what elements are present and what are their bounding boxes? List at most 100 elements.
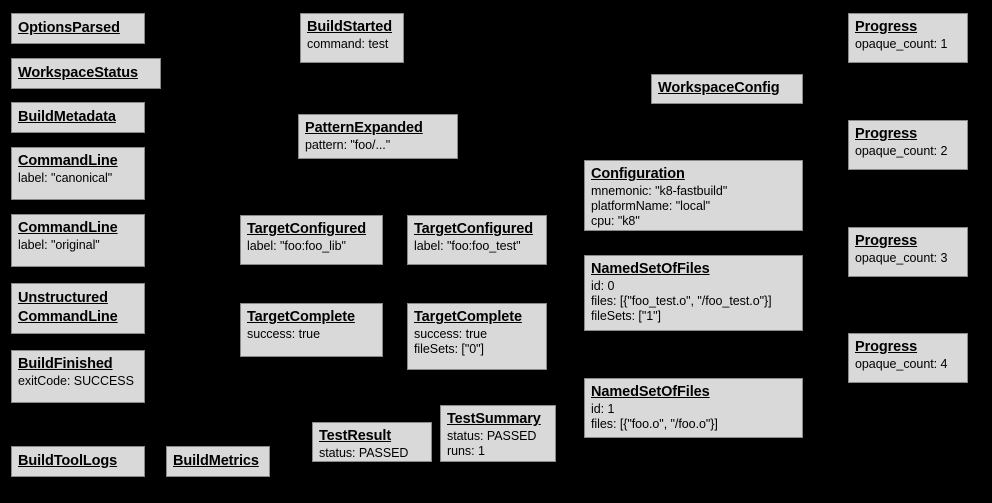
node-build-finished[interactable]: BuildFinished exitCode: SUCCESS bbox=[11, 350, 145, 403]
node-title: Progress bbox=[855, 126, 918, 142]
node-title: Configuration bbox=[591, 166, 685, 182]
node-title-row: Progress bbox=[855, 125, 961, 144]
node-title-line: Progress bbox=[855, 125, 961, 144]
node-target-configured-foo-lib[interactable]: TargetConfigured label: "foo:foo_lib" bbox=[240, 215, 383, 265]
node-build-metrics[interactable]: BuildMetrics bbox=[166, 446, 270, 477]
node-title-line: TargetConfigured bbox=[414, 220, 540, 239]
node-title-line: BuildMetadata bbox=[18, 108, 116, 127]
node-title: CommandLine bbox=[18, 153, 118, 169]
node-fields: opaque_count: 2 bbox=[855, 144, 948, 159]
node-title-row: BuildToolLogs bbox=[18, 452, 117, 471]
node-title-row: CommandLine bbox=[18, 219, 138, 238]
node-workspace-config[interactable]: WorkspaceConfig bbox=[651, 74, 803, 104]
node-title-row: NamedSetOfFiles bbox=[591, 383, 796, 402]
node-title: CommandLine bbox=[18, 309, 118, 325]
node-title-row: BuildMetrics bbox=[173, 452, 259, 471]
node-title-row: Configuration bbox=[591, 165, 796, 184]
node-title-line: OptionsParsed bbox=[18, 19, 120, 38]
node-target-complete-test[interactable]: TargetComplete success: true fileSets: ["… bbox=[407, 303, 547, 370]
node-test-summary[interactable]: TestSummary status: PASSED runs: 1 bbox=[440, 405, 556, 462]
node-title: TestResult bbox=[319, 428, 392, 444]
node-title: WorkspaceConfig bbox=[658, 80, 780, 97]
node-title-row: PatternExpanded bbox=[305, 119, 451, 138]
node-title: TargetConfigured bbox=[414, 221, 533, 237]
node-fields: pattern: "foo/..." bbox=[305, 138, 391, 153]
node-title: TargetComplete bbox=[247, 309, 355, 325]
node-title-row: TargetComplete bbox=[247, 308, 376, 327]
node-target-configured-foo-test[interactable]: TargetConfigured label: "foo:foo_test" bbox=[407, 215, 547, 265]
node-progress-1[interactable]: Progress opaque_count: 1 bbox=[848, 13, 968, 63]
node-title-line: BuildStarted bbox=[307, 18, 397, 37]
node-options-parsed[interactable]: OptionsParsed bbox=[11, 13, 145, 44]
node-title: PatternExpanded bbox=[305, 120, 423, 136]
node-title-line: BuildFinished bbox=[18, 355, 138, 374]
node-title-line: Configuration bbox=[591, 165, 796, 184]
node-title-line: TargetConfigured bbox=[247, 220, 376, 239]
node-command-line-canonical[interactable]: CommandLine label: "canonical" bbox=[11, 147, 145, 200]
node-fields: opaque_count: 1 bbox=[855, 37, 948, 52]
node-title: TargetComplete bbox=[414, 309, 522, 325]
node-title-row: BuildStarted bbox=[307, 18, 397, 37]
node-build-tool-logs[interactable]: BuildToolLogs bbox=[11, 446, 145, 477]
node-title-line: BuildToolLogs bbox=[18, 452, 117, 471]
node-title-line: CommandLine bbox=[18, 152, 138, 171]
node-title-row: TargetComplete bbox=[414, 308, 540, 327]
node-title: BuildFinished bbox=[18, 356, 113, 372]
node-title-line: TestSummary bbox=[447, 410, 549, 429]
node-title: WorkspaceStatus bbox=[18, 64, 138, 81]
node-configuration[interactable]: Configuration mnemonic: "k8-fastbuild" pl… bbox=[584, 160, 803, 231]
node-title-line: Progress bbox=[855, 338, 961, 357]
node-fields: label: "original" bbox=[18, 238, 100, 253]
node-title: BuildMetadata bbox=[18, 108, 116, 125]
node-title-row: TargetConfigured bbox=[247, 220, 376, 239]
node-fields: status: PASSED runs: 1 bbox=[447, 429, 537, 458]
node-fields: label: "canonical" bbox=[18, 171, 113, 186]
node-title: TargetConfigured bbox=[247, 221, 366, 237]
node-fields: opaque_count: 4 bbox=[855, 357, 948, 372]
node-title-line: NamedSetOfFiles bbox=[591, 383, 796, 402]
node-title-line: CommandLine bbox=[18, 308, 118, 327]
node-fields: label: "foo:foo_lib" bbox=[247, 239, 346, 254]
node-fields: exitCode: SUCCESS bbox=[18, 374, 134, 389]
node-title: NamedSetOfFiles bbox=[591, 261, 710, 277]
node-title-row: Progress bbox=[855, 232, 961, 251]
node-title-row: CommandLine bbox=[18, 152, 138, 171]
node-title-line: WorkspaceConfig bbox=[658, 79, 780, 98]
node-title: Progress bbox=[855, 19, 918, 35]
node-build-metadata[interactable]: BuildMetadata bbox=[11, 102, 145, 133]
node-title-line: NamedSetOfFiles bbox=[591, 260, 796, 279]
node-title: BuildStarted bbox=[307, 19, 393, 35]
node-test-result[interactable]: TestResult status: PASSED bbox=[312, 422, 432, 462]
node-title: Progress bbox=[855, 233, 918, 249]
node-progress-4[interactable]: Progress opaque_count: 4 bbox=[848, 333, 968, 383]
node-title-row: TestSummary bbox=[447, 410, 549, 429]
node-fields: success: true fileSets: ["0"] bbox=[414, 327, 487, 356]
node-title: NamedSetOfFiles bbox=[591, 384, 710, 400]
node-fields: id: 1 files: [{"foo.o", "/foo.o"}] bbox=[591, 402, 718, 431]
node-progress-3[interactable]: Progress opaque_count: 3 bbox=[848, 227, 968, 277]
node-target-complete-lib[interactable]: TargetComplete success: true bbox=[240, 303, 383, 357]
node-title: BuildMetrics bbox=[173, 452, 259, 469]
node-title: BuildToolLogs bbox=[18, 452, 118, 469]
node-title: TestSummary bbox=[447, 411, 541, 427]
node-fields: status: PASSED bbox=[319, 446, 409, 461]
node-fields: opaque_count: 3 bbox=[855, 251, 948, 266]
node-fields: mnemonic: "k8-fastbuild" platformName: "… bbox=[591, 184, 728, 228]
node-fields: success: true bbox=[247, 327, 320, 342]
node-pattern-expanded[interactable]: PatternExpanded pattern: "foo/..." bbox=[298, 114, 458, 159]
node-workspace-status[interactable]: WorkspaceStatus bbox=[11, 58, 161, 89]
node-named-set-of-files-1[interactable]: NamedSetOfFiles id: 1 files: [{"foo.o", "… bbox=[584, 378, 803, 438]
node-title-row: WorkspaceStatus bbox=[18, 64, 138, 83]
node-title-row: Progress bbox=[855, 338, 961, 357]
node-title: Progress bbox=[855, 339, 918, 355]
node-title-line: TargetComplete bbox=[247, 308, 376, 327]
node-progress-2[interactable]: Progress opaque_count: 2 bbox=[848, 120, 968, 170]
node-fields: label: "foo:foo_test" bbox=[414, 239, 521, 254]
node-title-line: Progress bbox=[855, 18, 961, 37]
